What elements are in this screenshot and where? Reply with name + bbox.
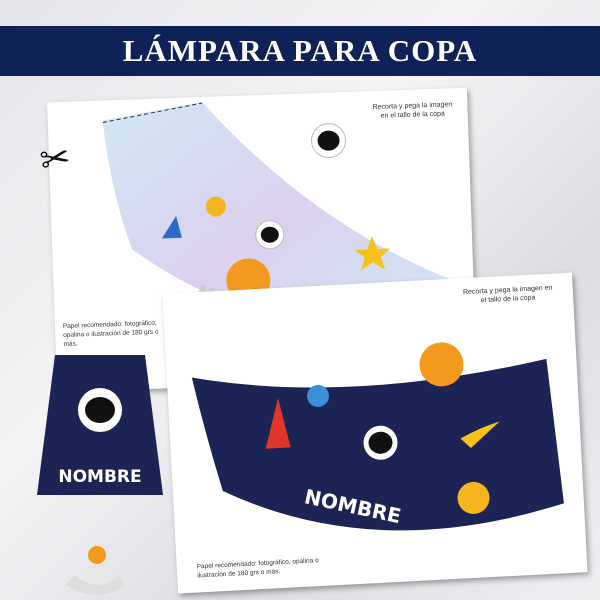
sun-icon [457, 481, 490, 514]
title-banner: LÁMPARA PARA COPA [0, 26, 600, 76]
rocket-icon [265, 398, 291, 449]
astronaut-icon [85, 397, 115, 423]
planet-icon [88, 546, 106, 564]
comet-icon [460, 421, 500, 449]
planet-icon [419, 342, 464, 387]
goblet-base [65, 575, 125, 595]
dark-shade-template [191, 342, 564, 531]
sun-icon [205, 196, 226, 217]
paper-note: Papel recomendado: fotográfico, opalina … [62, 319, 159, 348]
name-label: NOMBRE [58, 467, 142, 487]
template-sheet-dark: Recorta y pega la imagen en el tallo de … [162, 272, 588, 594]
astronaut-cutout-icon [317, 130, 340, 151]
astronaut-icon [368, 431, 393, 454]
earth-icon [306, 384, 329, 407]
title: LÁMPARA PARA COPA [122, 33, 478, 68]
cut-instruction: Recorta y pega la imagen en el tallo de … [372, 101, 453, 120]
astronaut-icon [260, 226, 279, 243]
lamp-shade-preview: NOMBRE [35, 355, 165, 595]
star-icon [354, 236, 391, 271]
rocket-icon [161, 215, 182, 239]
